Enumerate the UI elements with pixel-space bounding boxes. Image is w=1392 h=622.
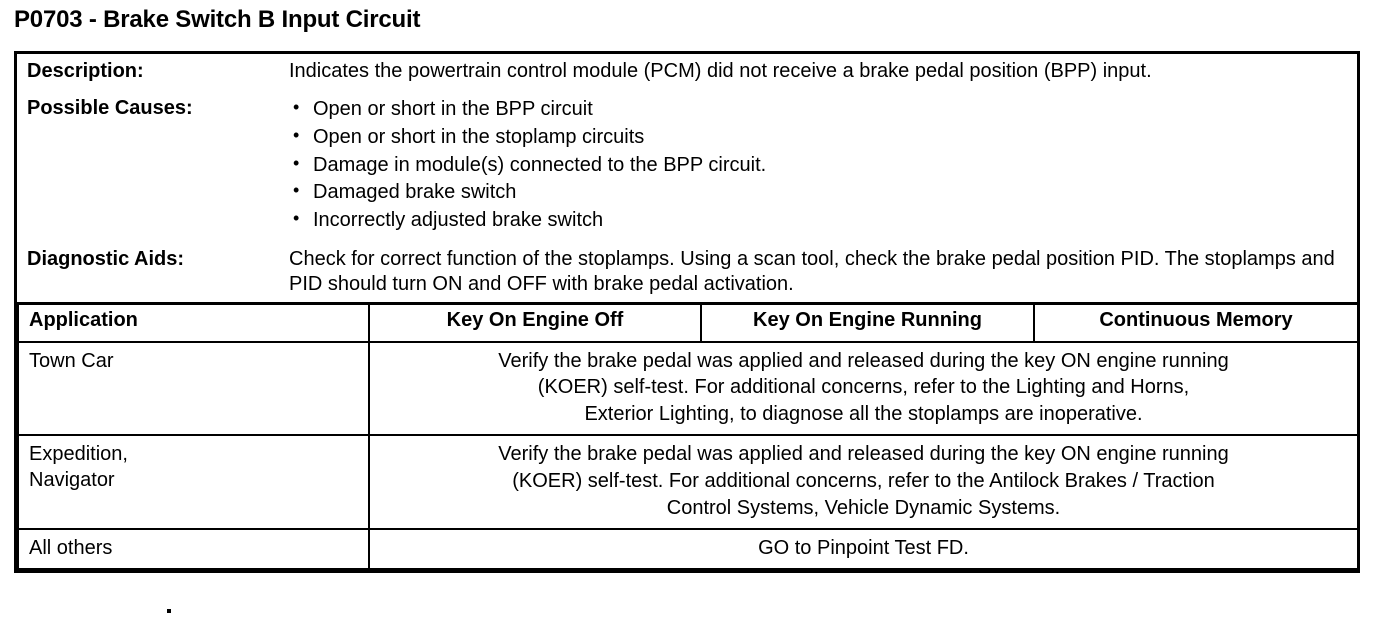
table-row: All others GO to Pinpoint Test FD. xyxy=(17,528,1359,571)
column-header-application: Application xyxy=(17,302,370,343)
list-item-label: Damaged brake switch xyxy=(313,181,517,204)
cell-line: Verify the brake pedal was applied and r… xyxy=(498,349,1229,372)
possible-causes-list: • Open or short in the BPP circuit • Ope… xyxy=(289,96,1345,234)
dtc-info-section: Description: Indicates the powertrain co… xyxy=(17,54,1357,302)
cell-application: Expedition, Navigator xyxy=(17,434,370,531)
list-item: • Incorrectly adjusted brake switch xyxy=(289,207,1345,235)
list-item-label: Incorrectly adjusted brake switch xyxy=(313,208,604,231)
cell-application: Town Car xyxy=(17,340,370,437)
cell-test-description: Verify the brake pedal was applied and r… xyxy=(368,434,1359,531)
cell-line: (KOER) self-test. For additional concern… xyxy=(512,469,1215,492)
page-title: P0703 - Brake Switch B Input Circuit xyxy=(14,6,421,33)
possible-causes-body: • Open or short in the BPP circuit • Ope… xyxy=(289,91,1357,238)
cell-line: (KOER) self-test. For additional concern… xyxy=(537,376,1190,399)
column-header-continuous-memory: Continuous Memory xyxy=(1033,302,1359,343)
description-body: Indicates the powertrain control module … xyxy=(289,54,1357,91)
diagnostic-aids-row: Diagnostic Aids: Check for correct funct… xyxy=(17,242,1357,302)
table-row: Town Car Verify the brake pedal was appl… xyxy=(17,340,1359,437)
description-label: Description: xyxy=(27,60,144,82)
cell-line: Exterior Lighting, to diagnose all the s… xyxy=(584,403,1143,426)
table-header-row: Application Key On Engine Off Key On Eng… xyxy=(17,302,1359,343)
bullet-icon: • xyxy=(293,180,300,201)
cell-application-line1: Expedition, xyxy=(29,443,128,466)
list-item: • Open or short in the BPP circuit xyxy=(289,96,1345,124)
cell-application-line2: Navigator xyxy=(29,469,115,492)
diagnostic-aids-text: Check for correct function of the stopla… xyxy=(289,248,1335,295)
list-item-label: Open or short in the stoplamp circuits xyxy=(313,125,645,148)
cell-line: GO to Pinpoint Test FD. xyxy=(758,537,969,560)
bullet-icon: • xyxy=(293,97,300,118)
possible-causes-row: Possible Causes: • Open or short in the … xyxy=(17,91,1357,238)
list-item-label: Open or short in the BPP circuit xyxy=(313,98,593,121)
list-item: • Open or short in the stoplamp circuits xyxy=(289,124,1345,152)
description-row: Description: Indicates the powertrain co… xyxy=(17,54,1357,91)
scan-artifact-speck xyxy=(167,609,171,613)
bullet-icon: • xyxy=(293,152,300,173)
cell-application: All others xyxy=(17,528,370,571)
cell-line: Verify the brake pedal was applied and r… xyxy=(498,443,1229,466)
diagnostic-aids-label: Diagnostic Aids: xyxy=(27,248,185,271)
description-text: Indicates the powertrain control module … xyxy=(289,60,1152,82)
column-header-key-on-engine-running: Key On Engine Running xyxy=(700,302,1035,343)
possible-causes-label: Possible Causes: xyxy=(27,97,193,120)
bullet-icon: • xyxy=(293,207,300,228)
table-row: Expedition, Navigator Verify the brake p… xyxy=(17,434,1359,531)
column-header-key-on-engine-off: Key On Engine Off xyxy=(368,302,702,343)
cell-line: Control Systems, Vehicle Dynamic Systems… xyxy=(666,496,1061,519)
list-item-label: Damage in module(s) connected to the BPP… xyxy=(313,153,767,176)
application-table: Application Key On Engine Off Key On Eng… xyxy=(17,302,1359,571)
cell-test-description: Verify the brake pedal was applied and r… xyxy=(368,340,1359,437)
list-item: • Damage in module(s) connected to the B… xyxy=(289,152,1345,180)
dtc-info-frame: Description: Indicates the powertrain co… xyxy=(14,51,1360,574)
list-item: • Damaged brake switch xyxy=(289,179,1345,207)
cell-test-description: GO to Pinpoint Test FD. xyxy=(368,528,1359,571)
bullet-icon: • xyxy=(293,124,300,145)
diagnostic-aids-body: Check for correct function of the stopla… xyxy=(289,242,1357,302)
